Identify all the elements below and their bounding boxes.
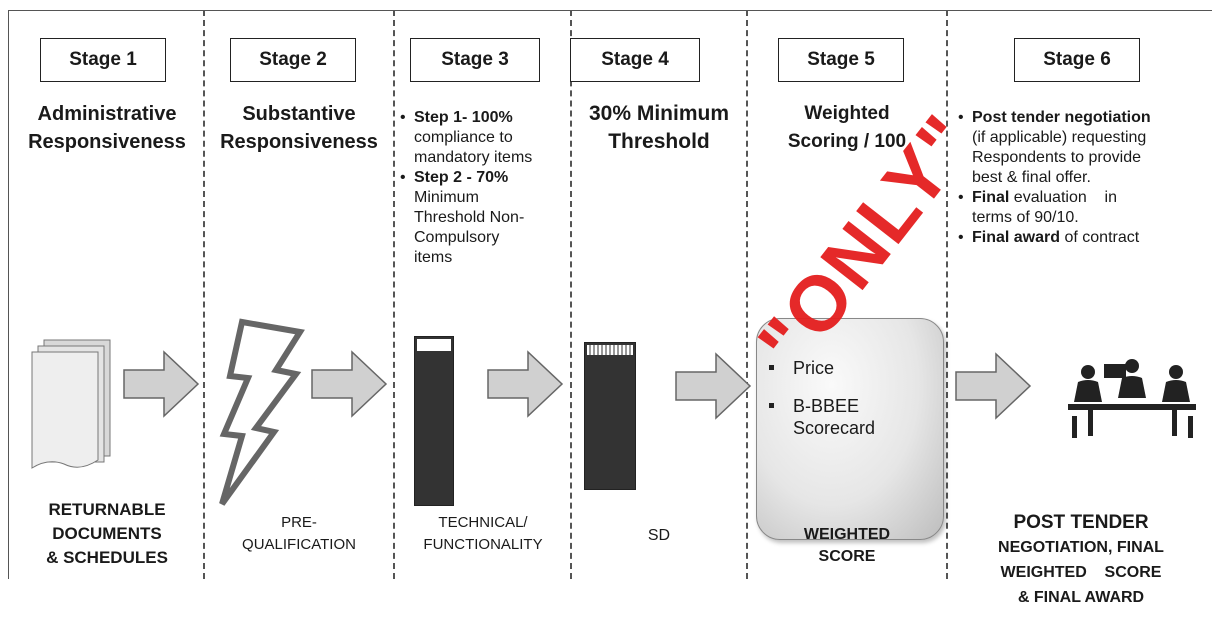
arrow-right-icon — [311, 350, 388, 418]
threshold-bar-top — [587, 345, 633, 355]
stage-6-activities: Post tender negotiation (if applicable) … — [958, 108, 1212, 248]
stage-6-label: Stage 6 — [1043, 49, 1111, 70]
left-border — [8, 10, 9, 579]
stage-4-box: Stage 4 — [570, 38, 700, 82]
stage-3-box: Stage 3 — [410, 38, 540, 82]
square-bullet-icon — [769, 403, 774, 408]
stage-4-label: Stage 4 — [601, 49, 669, 70]
lightning-icon — [219, 318, 305, 506]
stage-3-output: TECHNICAL/FUNCTIONALITY — [423, 514, 543, 553]
column-divider — [203, 10, 205, 579]
diagram-frame — [8, 10, 1212, 579]
arrow-right-icon — [675, 352, 752, 420]
column-divider — [570, 10, 572, 579]
stage-2-output: PRE-QUALIFICATION — [242, 514, 356, 553]
stage-1-box: Stage 1 — [40, 38, 166, 82]
stage-5-box: Stage 5 — [778, 38, 904, 82]
stage-3-label: Stage 3 — [441, 49, 509, 70]
arrow-right-icon — [123, 350, 200, 418]
stage-6-item-evaluation: Final evaluation in terms of 90/10. — [958, 188, 1212, 228]
threshold-bar — [584, 342, 636, 490]
stage-6-box: Stage 6 — [1014, 38, 1140, 82]
meeting-icon — [1068, 359, 1196, 438]
technical-bar-gap — [417, 339, 451, 351]
stage-6-item-award: Final award of contract — [958, 228, 1212, 248]
column-divider — [393, 10, 395, 579]
arrow-right-icon — [487, 350, 564, 418]
column-divider — [946, 10, 948, 579]
stage-4-output: SD — [647, 527, 671, 544]
stage-6-item-negotiation: Post tender negotiation (if applicable) … — [958, 108, 1212, 188]
stage-1-label: Stage 1 — [69, 49, 137, 70]
technical-threshold-bar — [414, 336, 454, 506]
top-border — [8, 10, 1212, 11]
stage-3-step-2: Step 2 - 70% Minimum Threshold Non- Comp… — [400, 168, 570, 268]
stage-3-criteria: Step 1- 100% compliance to mandatory ite… — [400, 108, 570, 268]
stage-3-step-1: Step 1- 100% compliance to mandatory ite… — [400, 108, 570, 168]
square-bullet-icon — [769, 365, 774, 370]
documents-icon — [31, 339, 111, 469]
column-divider — [746, 10, 748, 579]
stage-2-label: Stage 2 — [259, 49, 327, 70]
stage-2-box: Stage 2 — [230, 38, 356, 82]
arrow-right-icon — [955, 352, 1032, 420]
stage-5-label: Stage 5 — [807, 49, 875, 70]
